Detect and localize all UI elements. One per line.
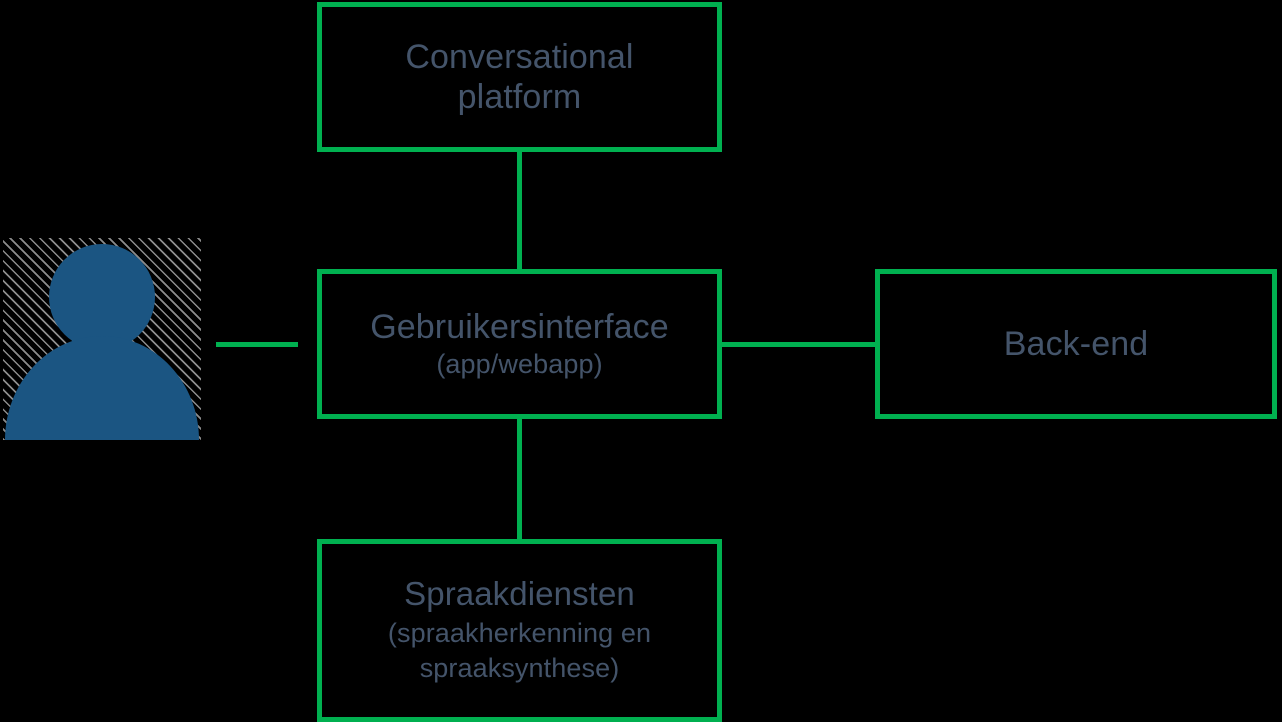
person-silhouette bbox=[3, 238, 201, 440]
node-subtitle: (app/webapp) bbox=[436, 349, 603, 380]
node-back-end[interactable]: Back-end bbox=[875, 269, 1277, 419]
node-title: Gebruikersinterface bbox=[370, 308, 669, 347]
connector-conversational-to-ui bbox=[517, 148, 522, 273]
person-head-shape bbox=[49, 244, 155, 350]
connector-user-to-ui bbox=[216, 342, 298, 347]
node-title: Spraakdiensten bbox=[404, 575, 635, 613]
person-body-shape bbox=[5, 336, 199, 440]
connector-ui-to-speech bbox=[517, 414, 522, 543]
node-gebruikersinterface[interactable]: Gebruikersinterface (app/webapp) bbox=[317, 269, 722, 419]
user-avatar-icon bbox=[3, 238, 201, 440]
node-subtitle: (spraakherkenning en spraaksynthese) bbox=[387, 618, 652, 683]
node-conversational-platform[interactable]: Conversational platform bbox=[317, 2, 722, 152]
node-title: Conversational platform bbox=[405, 37, 634, 116]
connector-ui-to-backend bbox=[718, 342, 879, 347]
node-title: Back-end bbox=[1003, 324, 1149, 363]
node-spraakdiensten[interactable]: Spraakdiensten (spraakherkenning en spra… bbox=[317, 539, 722, 722]
